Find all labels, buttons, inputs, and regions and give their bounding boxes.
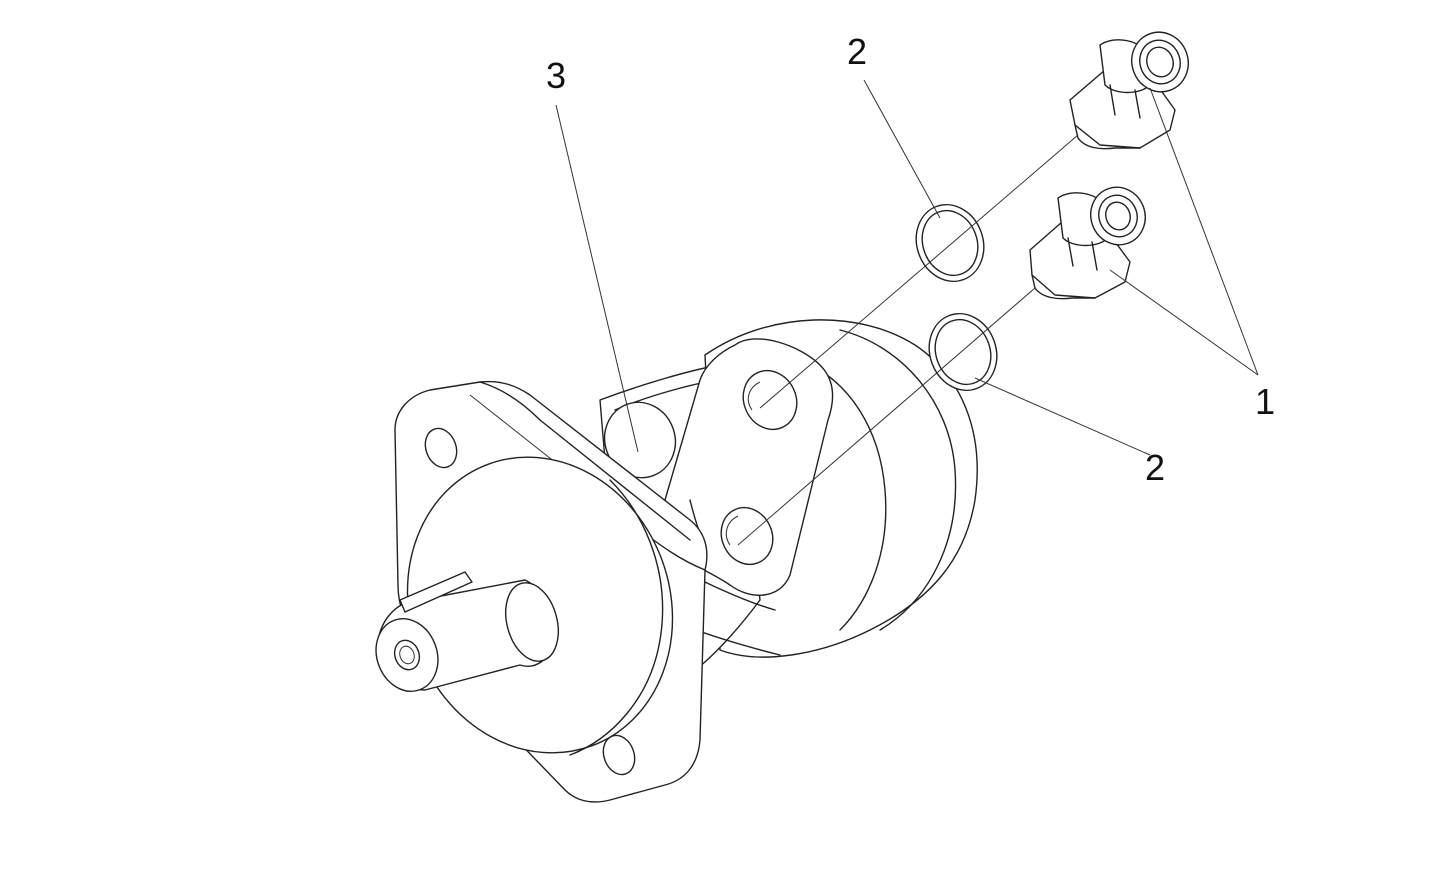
sealing-ring-upper <box>915 203 985 283</box>
sealing-ring-lower <box>928 312 998 392</box>
callout-label-3: 3 <box>546 55 566 96</box>
fitting-nut-upper <box>1069 31 1189 150</box>
fitting-nut-lower <box>1029 186 1146 300</box>
hydraulic-motor <box>375 319 978 803</box>
assembly-axes <box>737 134 1079 546</box>
callout-label-2-top: 2 <box>847 31 867 72</box>
callout-label-2-bottom: 2 <box>1145 447 1165 488</box>
leader-lines <box>555 79 1259 456</box>
callout-label-1: 1 <box>1255 381 1275 422</box>
